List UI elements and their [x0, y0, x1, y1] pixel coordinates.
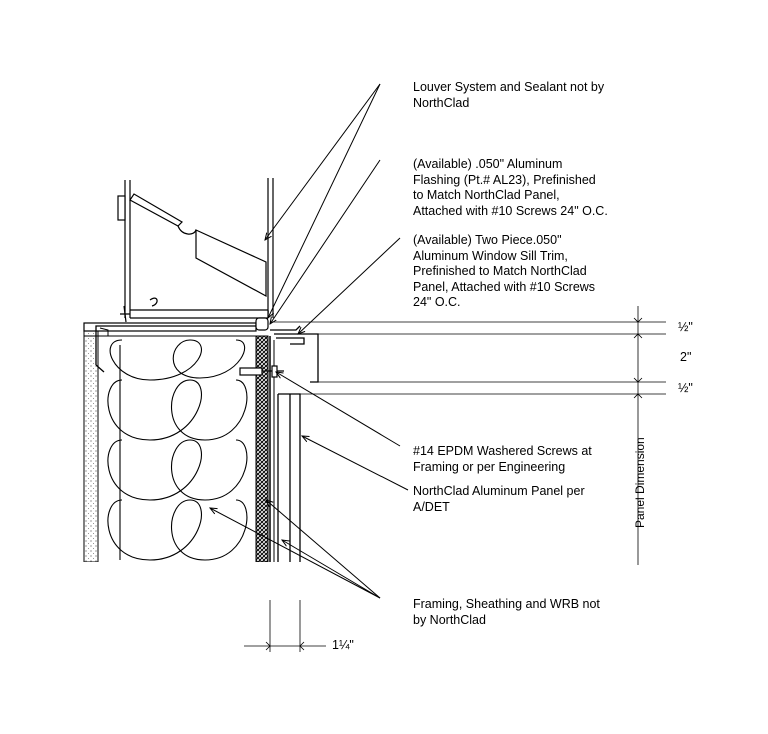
- mask-area: [70, 562, 335, 622]
- dim-one-quarter: 1¼": [332, 638, 354, 652]
- note-louver: Louver System and Sealant not by NorthCl…: [413, 80, 605, 110]
- flashing-screw: [255, 317, 269, 331]
- dim-half-bottom: ½": [678, 381, 693, 395]
- aluminum-panel: [277, 393, 301, 562]
- note-screws: #14 EPDM Washered Screws at Framing or p…: [413, 444, 592, 474]
- bottom-dimension: [244, 600, 326, 652]
- note-flashing: (Available) .050" Aluminum Flashing (Pt.…: [413, 157, 608, 218]
- note-panel: NorthClad Aluminum Panel per A/DET: [413, 484, 585, 514]
- dimension-lines: [270, 306, 666, 565]
- note-sill-trim: (Available) Two Piece.050" Aluminum Wind…: [413, 233, 596, 309]
- dim-panel-dimension: Panel Dimension: [633, 437, 647, 528]
- leader-lines: [210, 83, 409, 599]
- panel-screw: [239, 365, 284, 378]
- clip-small: [99, 327, 109, 336]
- dim-two: 2": [680, 350, 692, 364]
- top-plate: [83, 322, 257, 332]
- note-framing: Framing, Sheathing and WRB not by NorthC…: [413, 597, 600, 627]
- insulation-batt: [107, 339, 248, 561]
- small-screw: [120, 305, 130, 323]
- louver-frame: [117, 178, 274, 319]
- dim-half-top: ½": [678, 320, 693, 334]
